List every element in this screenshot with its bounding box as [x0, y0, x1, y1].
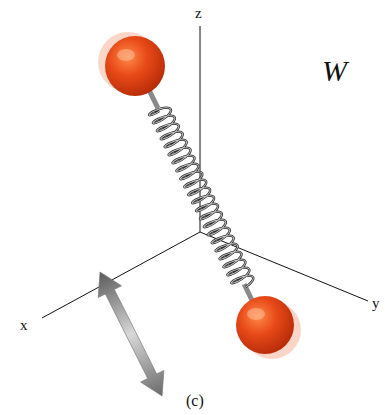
- atom: [236, 296, 301, 359]
- atom-sphere: [236, 296, 294, 354]
- handwritten-letter: W: [322, 56, 347, 86]
- spring-coil-shine: [148, 104, 255, 292]
- double-arrow: [88, 266, 173, 402]
- atom: [98, 32, 165, 96]
- highlight: [117, 49, 135, 61]
- axis-label: z: [195, 6, 202, 21]
- spring: [138, 84, 264, 311]
- highlight: [247, 308, 265, 320]
- vibration-arrow: [88, 266, 173, 402]
- coordinate-axes: [42, 26, 368, 318]
- spring-coil: [148, 104, 255, 292]
- atom-sphere: [105, 36, 165, 96]
- axis-label: x: [20, 318, 28, 333]
- figure-caption: (c): [186, 393, 204, 409]
- axis-label: y: [372, 296, 380, 311]
